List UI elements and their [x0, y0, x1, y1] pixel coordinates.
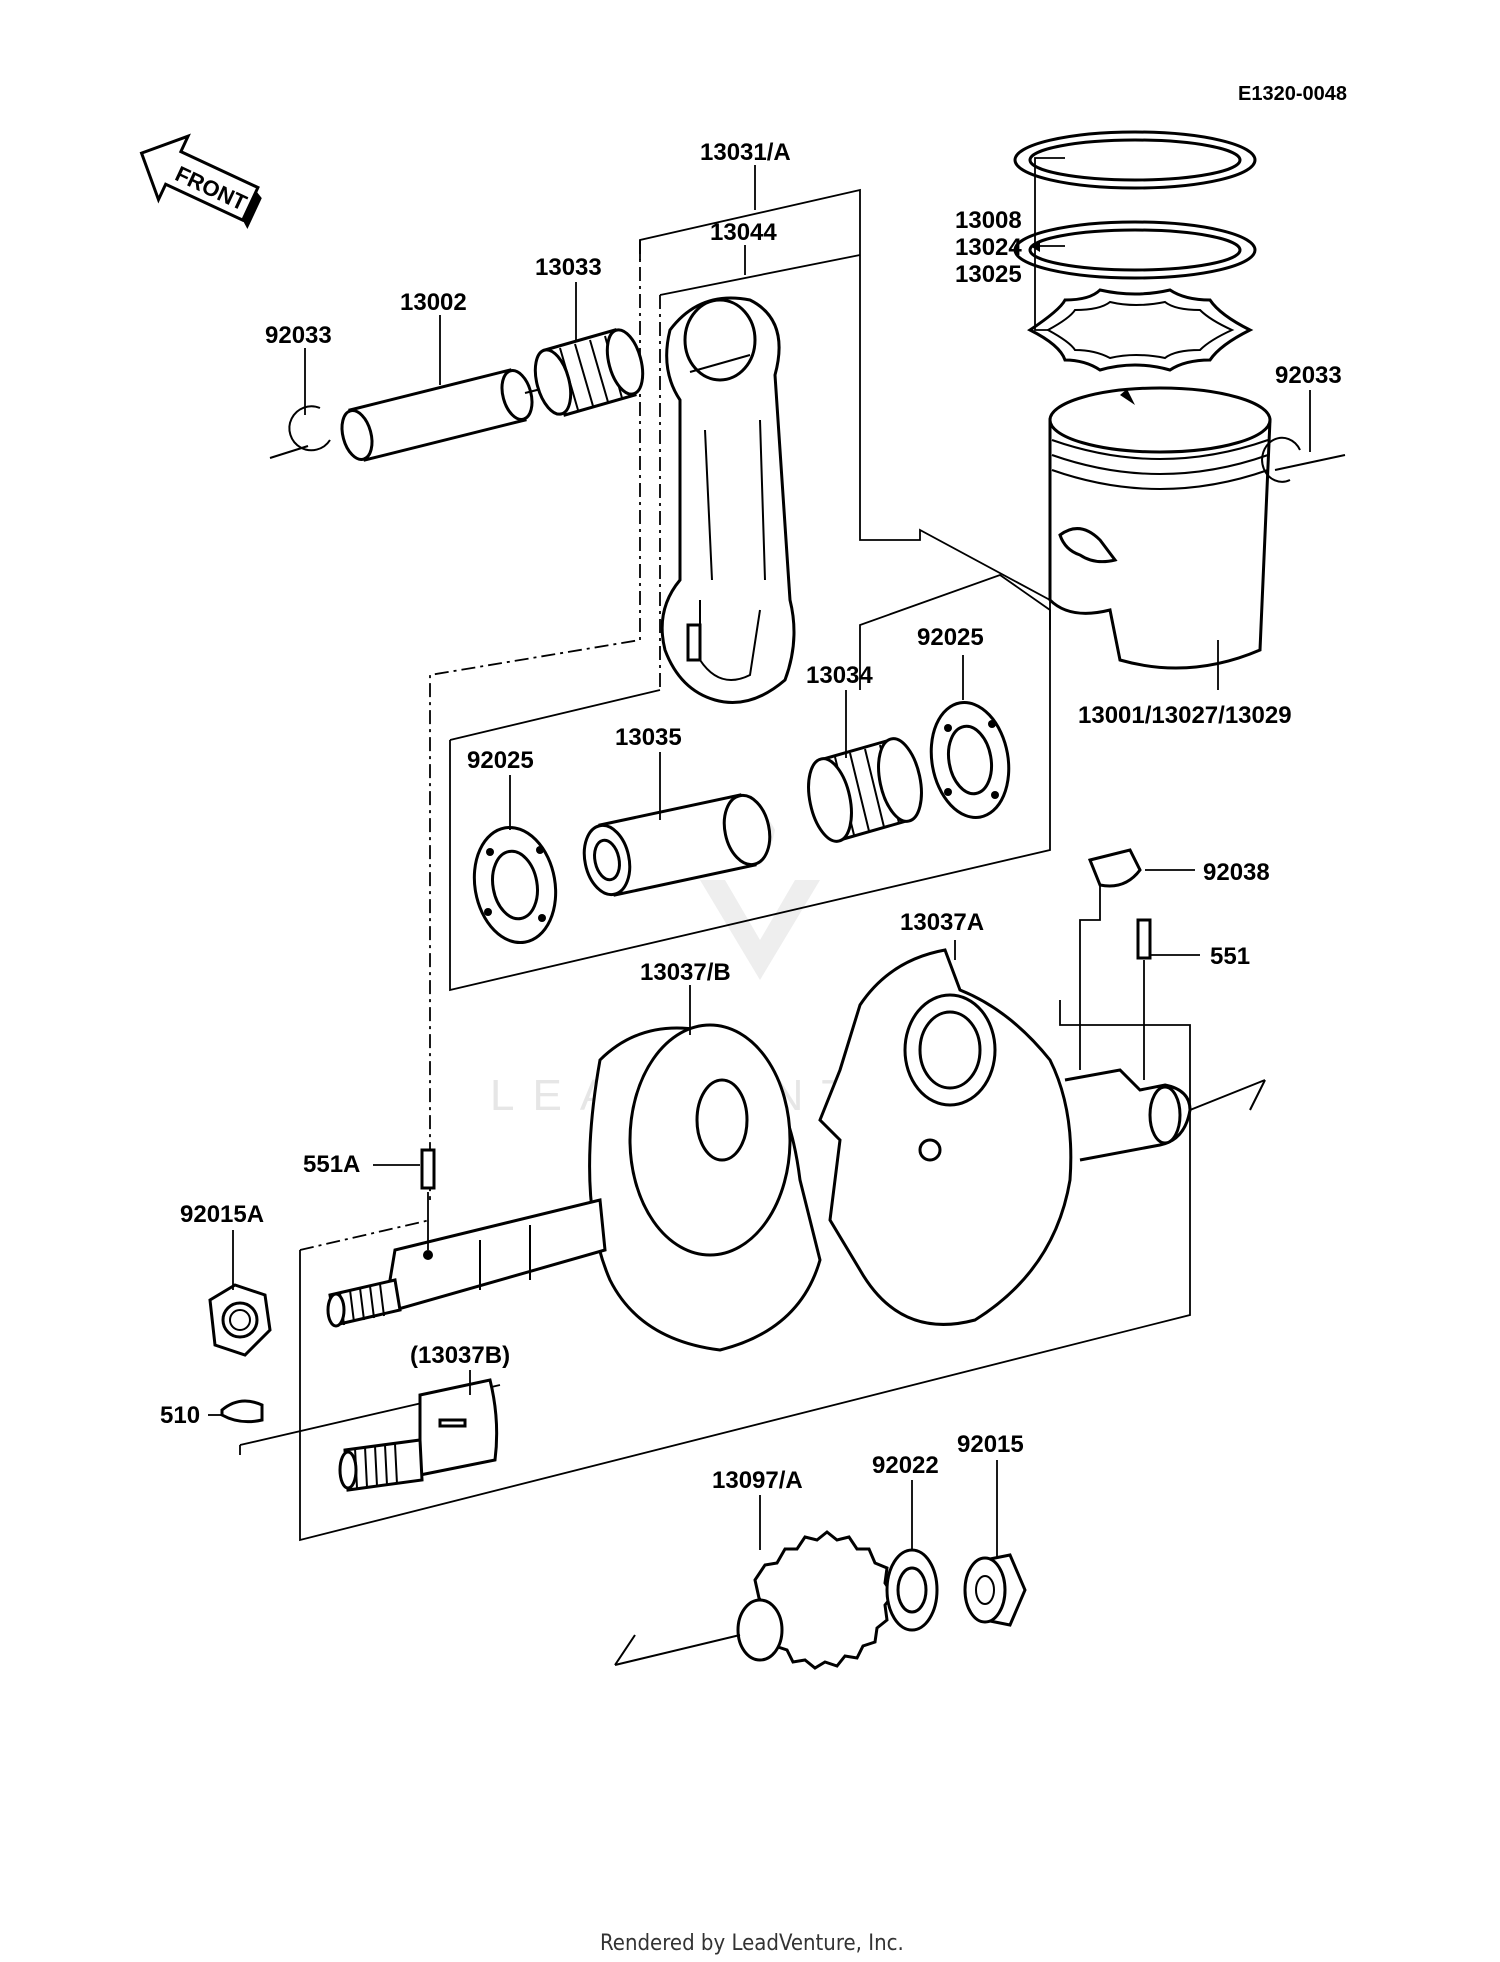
washer: [885, 1548, 939, 1632]
label-13002: 13002: [400, 289, 467, 316]
label-92015A: 92015A: [180, 1201, 264, 1228]
needle-bearing-big-end: [807, 737, 923, 843]
dowel-pin-left: [420, 1148, 436, 1250]
crank-half-left: [326, 1023, 822, 1352]
label-92022: 92022: [872, 1452, 939, 1479]
footer-credit: Rendered by LeadVenture, Inc.: [600, 1931, 904, 1956]
label-13044: 13044: [710, 219, 777, 246]
label-13037A: 13037A: [900, 909, 984, 936]
label-92033-left: 92033: [265, 322, 332, 349]
label-13008: 13008: [955, 207, 1022, 234]
woodruff-key-right: [1087, 848, 1142, 888]
crank-half-right: [818, 948, 1266, 1326]
needle-bearing-small-end: [533, 328, 645, 417]
label-13031A: 13031/A: [700, 139, 791, 166]
label-13034: 13034: [806, 662, 873, 689]
label-92015: 92015: [957, 1431, 1024, 1458]
crank-pin: [582, 793, 772, 897]
collar-nut: [963, 1553, 1027, 1627]
dowel-pin-right: [1136, 918, 1152, 1080]
label-92033-right: 92033: [1275, 362, 1342, 389]
label-92025-left: 92025: [467, 747, 534, 774]
circlip-right: [1261, 436, 1346, 483]
thrust-washer-left: [472, 825, 558, 945]
thrust-washer-right: [929, 701, 1011, 819]
tapered-shaft-alternate: [338, 1378, 499, 1492]
label-13025: 13025: [955, 261, 1022, 288]
piston-pin: [340, 368, 546, 462]
label-13001-13027-13029: 13001/13027/13029: [1078, 702, 1292, 729]
label-13037B: 13037/B: [640, 959, 731, 986]
label-13035: 13035: [615, 724, 682, 751]
flange-nut: [208, 1283, 272, 1357]
woodruff-key-left: [220, 1399, 264, 1424]
label-13037B-alt: (13037B): [410, 1342, 510, 1369]
piston: [1048, 386, 1272, 690]
crankshaft-gear: [614, 1530, 895, 1670]
diagram-code: E1320-0048: [1238, 83, 1347, 105]
part-labels: 13031/A 13044 13033 13002 92033 13008 13…: [160, 139, 1342, 1494]
piston-rings: [1013, 130, 1257, 372]
connecting-rod: [660, 296, 796, 704]
label-13033: 13033: [535, 254, 602, 281]
label-13024: 13024: [955, 234, 1022, 261]
label-510: 510: [160, 1402, 200, 1429]
circlip-left: [269, 405, 331, 459]
label-551: 551: [1210, 943, 1250, 970]
label-92038: 92038: [1203, 859, 1270, 886]
label-92025-right: 92025: [917, 624, 984, 651]
leader-lines: [208, 165, 1311, 1558]
group-outlines: [239, 188, 1191, 1542]
front-arrow-icon: FRONT: [139, 133, 262, 229]
label-551A: 551A: [303, 1151, 360, 1178]
label-13097A: 13097/A: [712, 1467, 803, 1494]
